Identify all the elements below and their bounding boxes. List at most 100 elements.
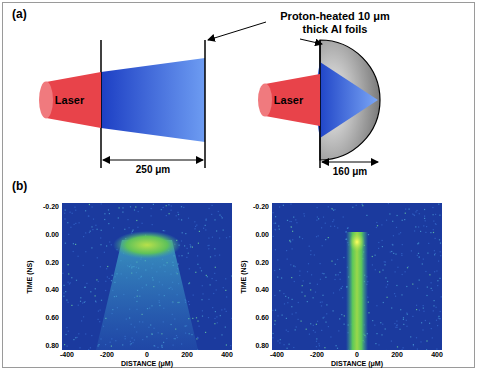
noise-dot	[112, 275, 113, 276]
noise-dot	[219, 255, 220, 256]
noise-dot	[216, 289, 217, 290]
noise-dot	[352, 207, 353, 208]
noise-dot	[69, 283, 70, 284]
axis-title: TIME (NS)	[26, 260, 34, 293]
noise-dot	[178, 219, 179, 220]
noise-dot	[384, 264, 385, 265]
noise-dot	[284, 344, 285, 345]
noise-dot	[272, 310, 273, 311]
noise-dot	[206, 219, 207, 220]
noise-dot	[107, 266, 108, 267]
noise-dot	[299, 275, 300, 276]
noise-dot	[325, 223, 326, 224]
noise-dot	[80, 301, 81, 302]
noise-dot	[311, 274, 312, 275]
noise-dot	[303, 213, 304, 214]
noise-dot	[392, 221, 393, 222]
noise-dot	[64, 218, 65, 219]
noise-dot	[404, 219, 405, 220]
noise-dot	[64, 213, 65, 214]
noise-dot	[440, 251, 441, 252]
noise-dot	[343, 257, 344, 258]
noise-dot	[171, 205, 172, 206]
noise-dot	[135, 206, 136, 207]
noise-dot	[412, 316, 413, 317]
noise-dot	[171, 210, 172, 211]
noise-dot	[372, 264, 373, 265]
noise-dot	[186, 257, 187, 258]
noise-dot	[78, 305, 79, 306]
noise-dot	[211, 214, 212, 215]
noise-dot	[104, 252, 105, 253]
noise-dot	[376, 333, 377, 334]
noise-dot	[198, 337, 199, 338]
noise-dot	[414, 215, 415, 216]
noise-dot	[382, 240, 383, 241]
noise-dot	[295, 312, 296, 313]
noise-dot	[291, 226, 292, 227]
noise-dot	[190, 244, 191, 245]
noise-dot	[411, 250, 412, 251]
noise-dot	[391, 260, 392, 261]
noise-dot	[187, 248, 188, 249]
noise-dot	[431, 282, 432, 283]
tick-label: 400	[221, 351, 233, 359]
noise-dot	[129, 227, 130, 228]
noise-dot	[273, 212, 274, 213]
noise-dot	[323, 273, 324, 274]
noise-dot	[431, 328, 432, 329]
noise-dot	[108, 209, 109, 210]
dimension: 250 μm	[136, 164, 170, 176]
noise-dot	[330, 336, 331, 337]
tick-label: -0.20	[43, 203, 59, 211]
tick-label: 0.20	[255, 259, 269, 267]
noise-dot	[214, 248, 215, 249]
noise-dot	[384, 261, 385, 262]
noise-dot	[391, 341, 392, 342]
noise-dot	[299, 236, 300, 237]
noise-dot	[124, 229, 125, 230]
noise-dot	[438, 318, 439, 319]
noise-dot	[73, 339, 74, 340]
noise-dot	[169, 213, 170, 214]
noise-dot	[106, 245, 107, 246]
noise-dot	[391, 307, 392, 308]
noise-dot	[208, 299, 209, 300]
noise-dot	[397, 215, 398, 216]
noise-dot	[214, 323, 215, 324]
noise-dot	[92, 206, 93, 207]
noise-dot	[426, 295, 427, 296]
noise-dot	[289, 240, 290, 241]
noise-dot	[413, 214, 414, 215]
noise-dot	[433, 214, 434, 215]
noise-dot	[231, 275, 232, 276]
noise-dot	[122, 207, 123, 208]
noise-dot	[405, 271, 406, 272]
noise-dot	[275, 309, 276, 310]
noise-dot	[206, 275, 207, 276]
noise-dot	[417, 243, 418, 244]
noise-dot	[439, 239, 440, 240]
noise-dot	[274, 324, 275, 325]
noise-dot	[275, 320, 276, 321]
noise-dot	[441, 296, 442, 297]
noise-dot	[197, 321, 198, 322]
noise-dot	[395, 296, 396, 297]
noise-dot	[113, 227, 114, 228]
noise-dot	[105, 290, 106, 291]
noise-dot	[328, 206, 329, 207]
tick-label: 0	[145, 351, 149, 359]
noise-dot	[118, 217, 119, 218]
noise-dot	[220, 315, 221, 316]
noise-dot	[205, 225, 206, 226]
noise-dot	[210, 256, 211, 257]
noise-dot	[387, 284, 388, 285]
noise-dot	[67, 346, 68, 347]
noise-dot	[313, 325, 314, 326]
noise-dot	[344, 315, 345, 316]
noise-dot	[274, 223, 275, 224]
noise-dot	[153, 204, 154, 205]
noise-dot	[214, 318, 215, 319]
noise-dot	[208, 317, 209, 318]
noise-dot	[288, 331, 289, 332]
